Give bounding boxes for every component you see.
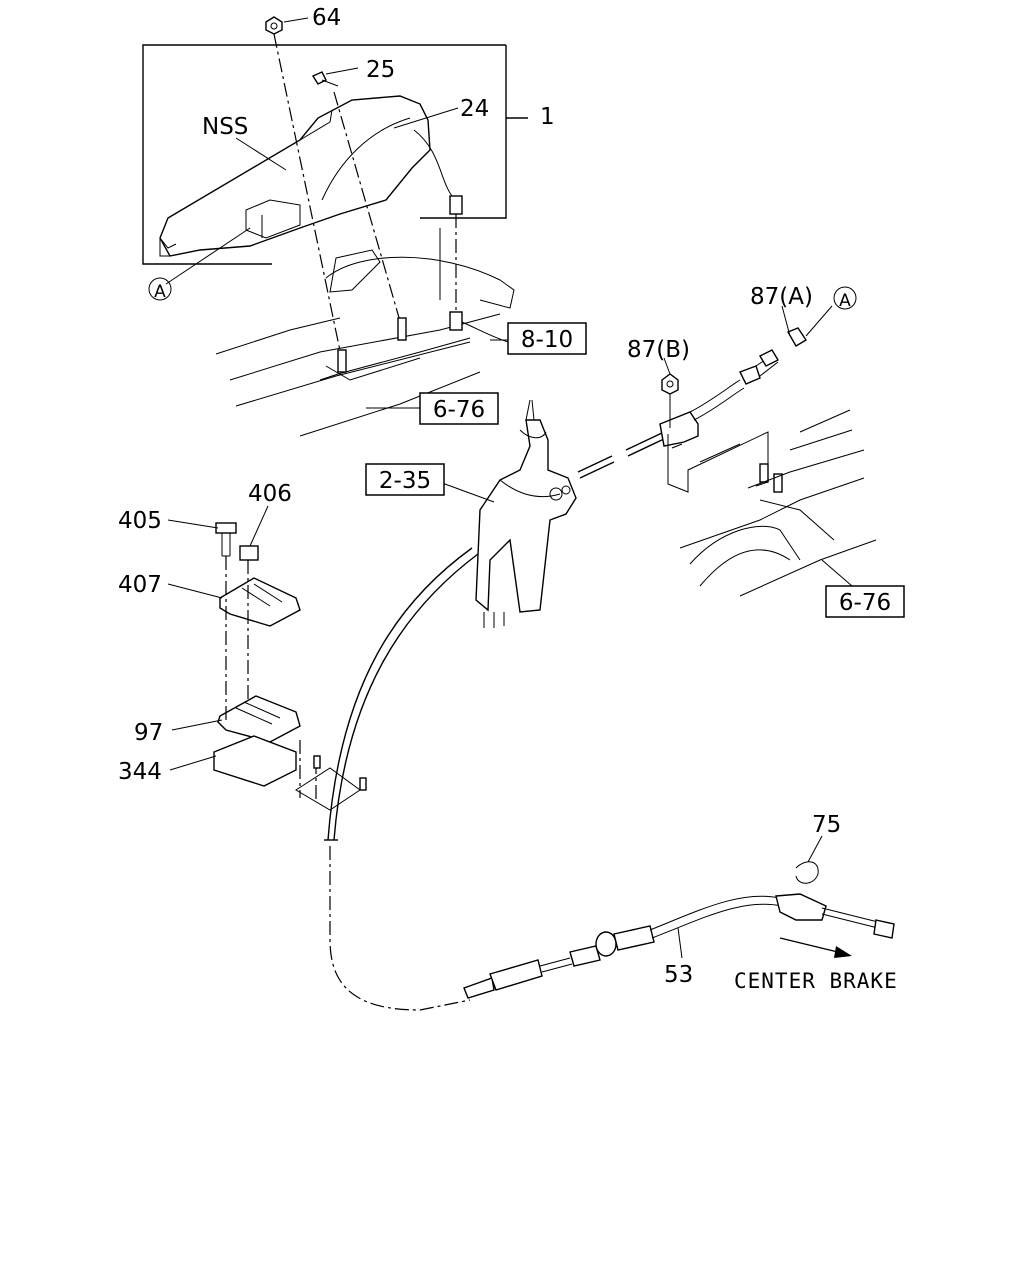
ref-2-35-label: 2-35 xyxy=(379,468,431,494)
callout-1: 1 xyxy=(540,104,555,130)
ref-box-6-76-top: 6-76 xyxy=(419,392,499,425)
callout-97: 97 xyxy=(134,720,163,746)
callout-75: 75 xyxy=(812,812,841,838)
callout-nss: NSS xyxy=(202,114,248,140)
ref-8-10-label: 8-10 xyxy=(521,327,573,353)
ref-6-76-right-label: 6-76 xyxy=(839,590,891,616)
callout-64: 64 xyxy=(312,5,341,31)
nut-64-part xyxy=(265,16,283,35)
callout-25: 25 xyxy=(366,57,395,83)
ref-box-2-35: 2-35 xyxy=(365,463,445,496)
callout-405: 405 xyxy=(118,508,162,534)
circle-marker-a-top: A xyxy=(148,277,172,302)
circle-marker-a-right-label: A xyxy=(839,291,851,311)
callout-24: 24 xyxy=(460,96,489,122)
circle-marker-a-top-label: A xyxy=(154,282,166,302)
brake-lever-bracket xyxy=(475,399,615,628)
console-assembly xyxy=(142,16,528,371)
callout-53: 53 xyxy=(664,962,693,988)
cable-87-assembly xyxy=(625,327,807,457)
callout-406: 406 xyxy=(248,481,292,507)
callout-87a: 87(A) xyxy=(750,284,813,310)
floor-right-section xyxy=(667,409,877,597)
cable-53 xyxy=(324,547,895,1011)
center-brake-arrow xyxy=(779,937,852,958)
ref-box-6-76-right: 6-76 xyxy=(825,585,905,618)
callout-344: 344 xyxy=(118,759,162,785)
callout-407: 407 xyxy=(118,572,162,598)
callout-87b: 87(B) xyxy=(627,337,690,363)
mount-bracket-stack xyxy=(213,522,367,811)
floor-tunnel-upper xyxy=(215,228,515,437)
ref-box-8-10: 8-10 xyxy=(507,322,587,355)
ref-6-76-top-label: 6-76 xyxy=(433,397,485,423)
leader-lines xyxy=(165,17,853,959)
screw-25-part xyxy=(311,71,339,87)
center-brake-caption: CENTER BRAKE xyxy=(734,969,898,993)
circle-marker-a-right: A xyxy=(833,286,857,311)
